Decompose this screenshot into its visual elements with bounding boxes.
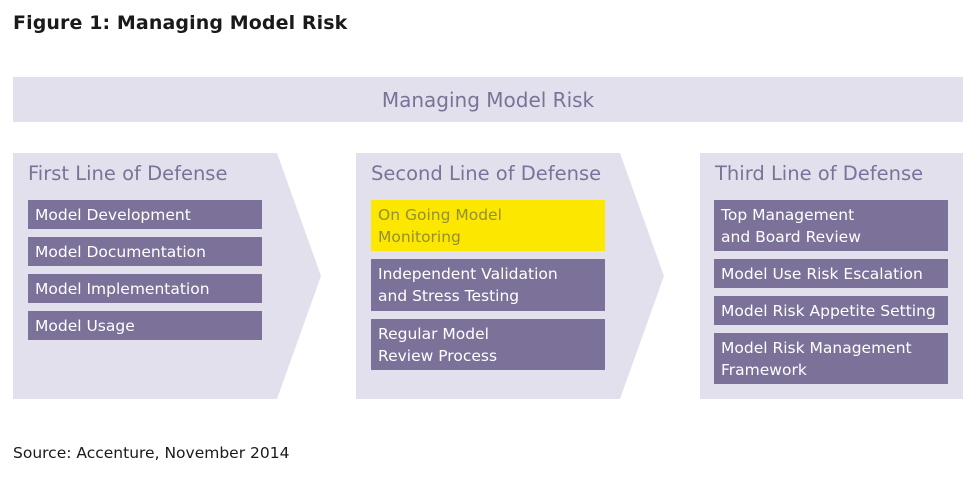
model-implementation-item: Model Implementation (28, 274, 262, 303)
model-risk-framework-item: Model Risk Management Framework (714, 333, 948, 384)
source-note: Source: Accenture, November 2014 (13, 444, 290, 462)
managing-model-risk-banner: Managing Model Risk (13, 77, 963, 122)
model-use-risk-escalation-item: Model Use Risk Escalation (714, 259, 948, 288)
independent-validation-item: Independent Validation and Stress Testin… (371, 259, 605, 311)
regular-model-review-item: Regular Model Review Process (371, 319, 605, 370)
model-development-item: Model Development (28, 200, 262, 229)
model-usage-item: Model Usage (28, 311, 262, 340)
top-management-review-item: Top Management and Board Review (714, 200, 948, 251)
third-line-heading: Third Line of Defense (715, 162, 924, 185)
ongoing-model-monitoring-item: On Going Model Monitoring (371, 200, 605, 251)
first-line-heading: First Line of Defense (28, 162, 228, 185)
model-risk-appetite-item: Model Risk Appetite Setting (714, 296, 948, 325)
figure-title: Figure 1: Managing Model Risk (13, 12, 348, 34)
banner-label: Managing Model Risk (381, 87, 595, 112)
second-line-heading: Second Line of Defense (371, 162, 602, 185)
model-documentation-item: Model Documentation (28, 237, 262, 266)
